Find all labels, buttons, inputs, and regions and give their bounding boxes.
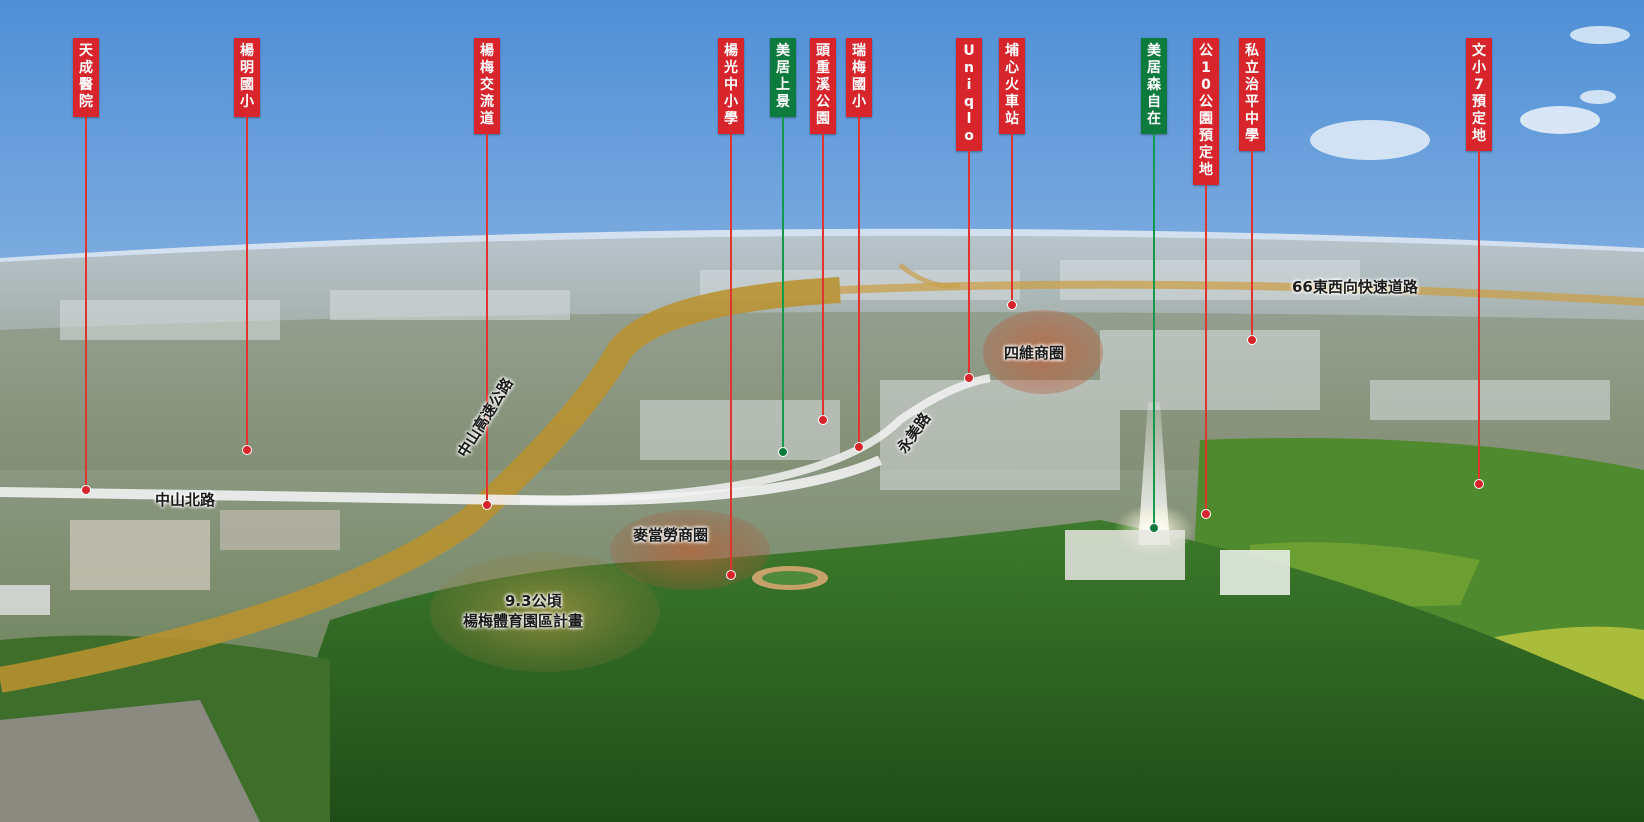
pin-label: 瑞梅國小: [846, 38, 872, 117]
pin-dot-marker: [482, 500, 492, 510]
pin-label: 頭重溪公園: [810, 38, 836, 134]
area-label-mcdonalds: 麥當勞商圈: [633, 526, 709, 544]
pin-dot-marker: [964, 373, 974, 383]
pin-label: 美居上景: [770, 38, 796, 117]
pin-leader-line: [858, 117, 860, 447]
pin-leader-line: [1011, 134, 1013, 305]
pin-dot-marker: [854, 442, 864, 452]
pin-leader-line: [822, 134, 824, 420]
area-label-sports-park-size: 9.3公頃: [505, 592, 562, 610]
pin-dot-marker: [726, 570, 736, 580]
pin-dot-marker: [81, 485, 91, 495]
pin-leader-line: [246, 117, 248, 450]
road-label-zhongshan-north-road: 中山北路: [155, 491, 216, 509]
pin-leader-line: [730, 134, 732, 575]
pin-dot-marker: [818, 415, 828, 425]
pin-label: 埔心火車站: [999, 38, 1025, 134]
pin-label: 楊明國小: [234, 38, 260, 117]
pin-dot-marker: [242, 445, 252, 455]
pin-leader-line: [1153, 134, 1155, 528]
pin-label: 楊梅交流道: [474, 38, 500, 134]
pin-dot-marker: [778, 447, 788, 457]
pin-label: 楊光中小學: [718, 38, 744, 134]
pin-label: 私立治平中學: [1239, 38, 1265, 151]
area-label-siwei: 四維商圈: [1004, 344, 1065, 362]
pin-leader-line: [968, 151, 970, 378]
pin-dot-marker: [1149, 523, 1159, 533]
pin-label: 美居森自在: [1141, 38, 1167, 134]
pin-dot-marker: [1201, 509, 1211, 519]
pin-dot-marker: [1474, 479, 1484, 489]
pin-leader-line: [782, 117, 784, 452]
pin-leader-line: [85, 117, 87, 490]
pin-leader-line: [1251, 151, 1253, 340]
pin-dot-marker: [1007, 300, 1017, 310]
pin-label: 天成醫院: [73, 38, 99, 117]
pin-dot-marker: [1247, 335, 1257, 345]
pin-leader-line: [1478, 151, 1480, 484]
area-label-sports-park-plan: 楊梅體育園區計畫: [463, 612, 584, 630]
road-label-expressway-66: 66東西向快速道路: [1292, 278, 1418, 296]
pin-leader-line: [1205, 185, 1207, 514]
pin-leader-line: [486, 134, 488, 505]
